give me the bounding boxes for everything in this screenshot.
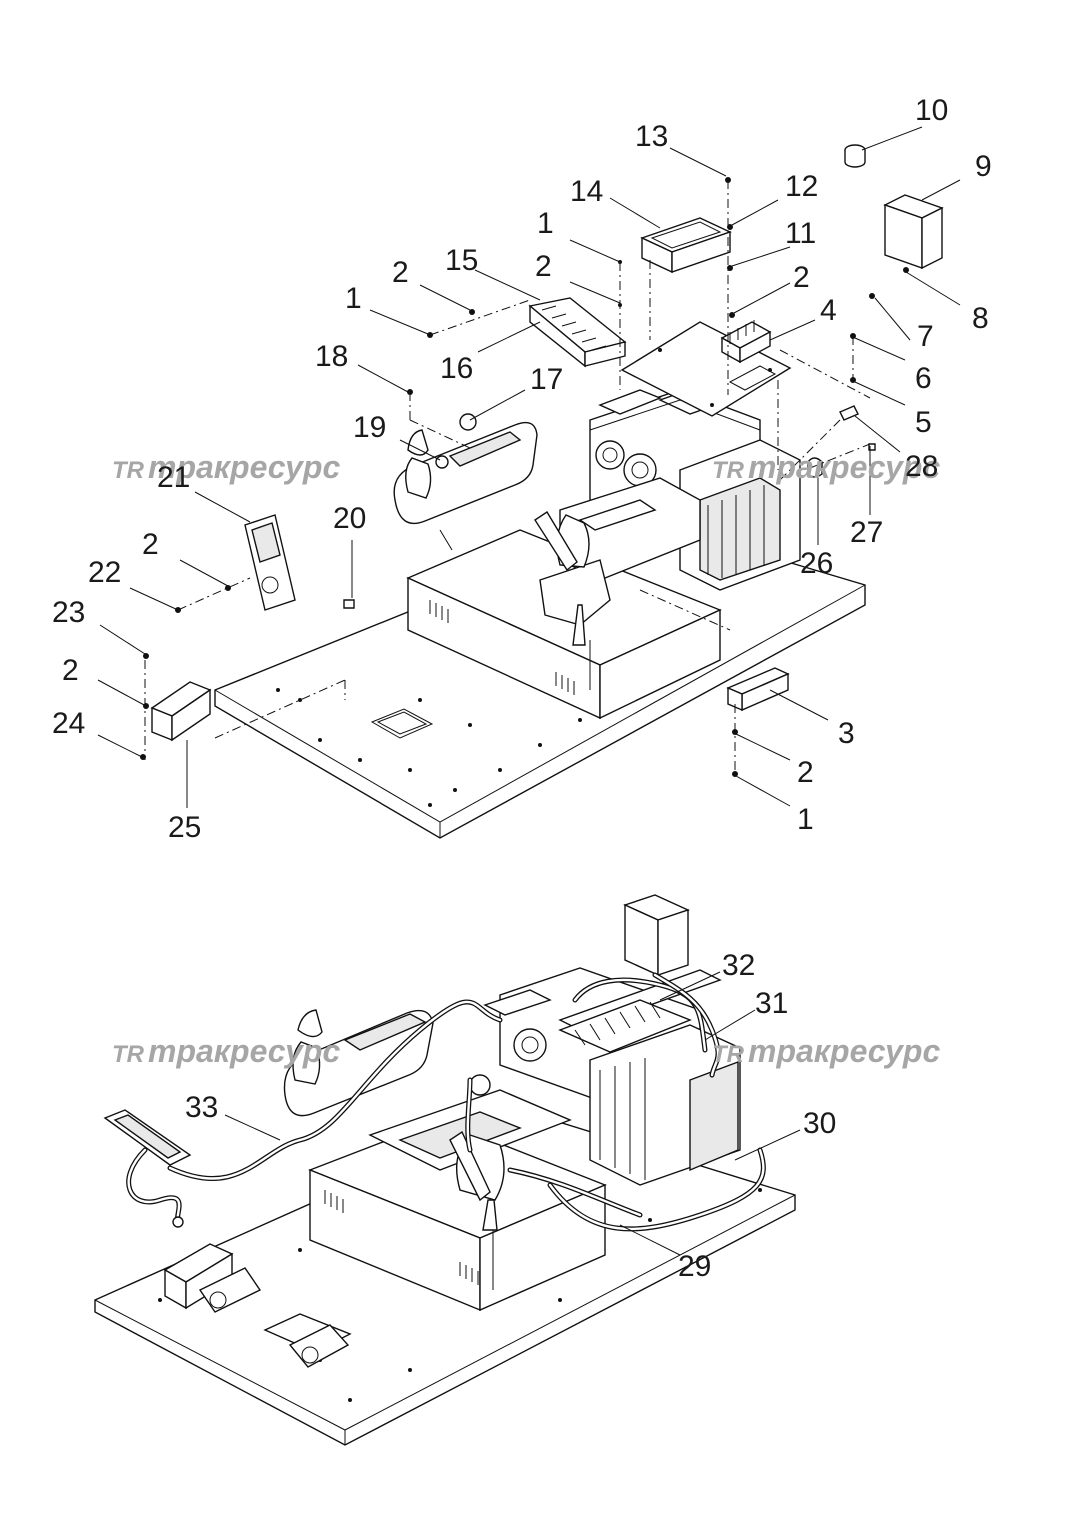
svg-text:тракресурс: тракресурс <box>748 1033 940 1069</box>
callout-33: 33 <box>185 1091 218 1124</box>
svg-text:TR: TR <box>112 1041 145 1068</box>
fuse-block-part-16 <box>528 297 627 368</box>
callout-20: 20 <box>333 502 366 535</box>
assembly-lines <box>144 180 871 774</box>
callout-2-f: 2 <box>797 756 814 789</box>
relay-block-part-4 <box>720 320 772 364</box>
callout-11: 11 <box>785 217 816 250</box>
module-part-9 <box>883 194 944 270</box>
callout-7: 7 <box>917 320 934 353</box>
callout-30: 30 <box>803 1107 836 1140</box>
mounting-plate-part-5 <box>620 321 792 417</box>
right-console <box>534 477 701 690</box>
callout-32: 32 <box>722 949 755 982</box>
side-panel-part-33 <box>103 1109 192 1166</box>
watermark-left-bottom: TR тракресурс <box>112 1033 340 1069</box>
knob-part-10 <box>844 144 866 168</box>
controller-part-14 <box>640 217 732 274</box>
callout-14: 14 <box>570 175 603 208</box>
svg-text:тракресурс: тракресурс <box>748 449 940 485</box>
svg-text:TR: TR <box>712 1041 745 1068</box>
callout-2-d: 2 <box>142 528 159 561</box>
callout-25: 25 <box>168 811 201 844</box>
callout-6: 6 <box>915 362 932 395</box>
callout-28: 28 <box>905 450 938 483</box>
callout-2-c: 2 <box>793 261 810 294</box>
armrest-bottom <box>283 1009 434 1117</box>
callout-31: 31 <box>755 987 788 1020</box>
callout-8: 8 <box>972 302 989 335</box>
watermark-right-top: TR тракресурс <box>712 449 940 485</box>
callout-3: 3 <box>838 717 855 750</box>
callout-29: 29 <box>678 1250 711 1283</box>
leader-lines-bottom <box>224 971 801 1256</box>
callout-27: 27 <box>850 516 883 549</box>
callout-19: 19 <box>353 411 386 444</box>
watermark-right-bottom: TR тракресурс <box>712 1033 940 1069</box>
callouts-top: 10 9 13 12 14 11 1 2 15 2 2 1 4 8 7 18 1… <box>52 94 992 844</box>
svg-text:TR: TR <box>112 457 145 484</box>
bottom-harness-view <box>94 894 801 1446</box>
callout-13: 13 <box>635 120 668 153</box>
callout-24: 24 <box>52 707 85 740</box>
callout-22: 22 <box>88 556 121 589</box>
wire-harness <box>126 972 766 1232</box>
callout-15: 15 <box>445 244 478 277</box>
callout-12: 12 <box>785 170 818 203</box>
callout-5: 5 <box>915 406 932 439</box>
top-exploded-view <box>97 126 961 839</box>
svg-text:тракресурс: тракресурс <box>148 449 340 485</box>
callout-9: 9 <box>975 150 992 183</box>
callout-2-a: 2 <box>535 250 552 283</box>
svg-text:TR: TR <box>712 457 745 484</box>
callout-26: 26 <box>800 547 833 580</box>
callout-4: 4 <box>820 294 837 327</box>
svg-text:тракресурс: тракресурс <box>148 1033 340 1069</box>
pedal-part-25 <box>150 681 212 742</box>
callout-1-c: 1 <box>797 803 814 836</box>
watermark-left-top: TR тракресурс <box>112 449 340 485</box>
bracket-part-3 <box>726 667 790 712</box>
callout-17: 17 <box>530 363 563 396</box>
callout-1-b: 1 <box>345 282 362 315</box>
display-panel-part-21 <box>244 514 296 611</box>
callout-18: 18 <box>315 340 348 373</box>
callout-21: 21 <box>157 461 190 494</box>
pedals-bottom <box>163 1243 352 1368</box>
control-box-top <box>623 894 690 977</box>
leader-lines <box>97 126 961 808</box>
callout-2-b: 2 <box>392 256 409 289</box>
callout-2-e: 2 <box>62 654 79 687</box>
callout-1-a: 1 <box>537 207 554 240</box>
callout-10: 10 <box>915 94 948 127</box>
callout-16: 16 <box>440 352 473 385</box>
callout-23: 23 <box>52 596 85 629</box>
callouts-bottom: 32 31 33 30 29 <box>185 949 836 1283</box>
relay-panel-bottom <box>558 999 692 1053</box>
left-armrest <box>393 421 538 551</box>
